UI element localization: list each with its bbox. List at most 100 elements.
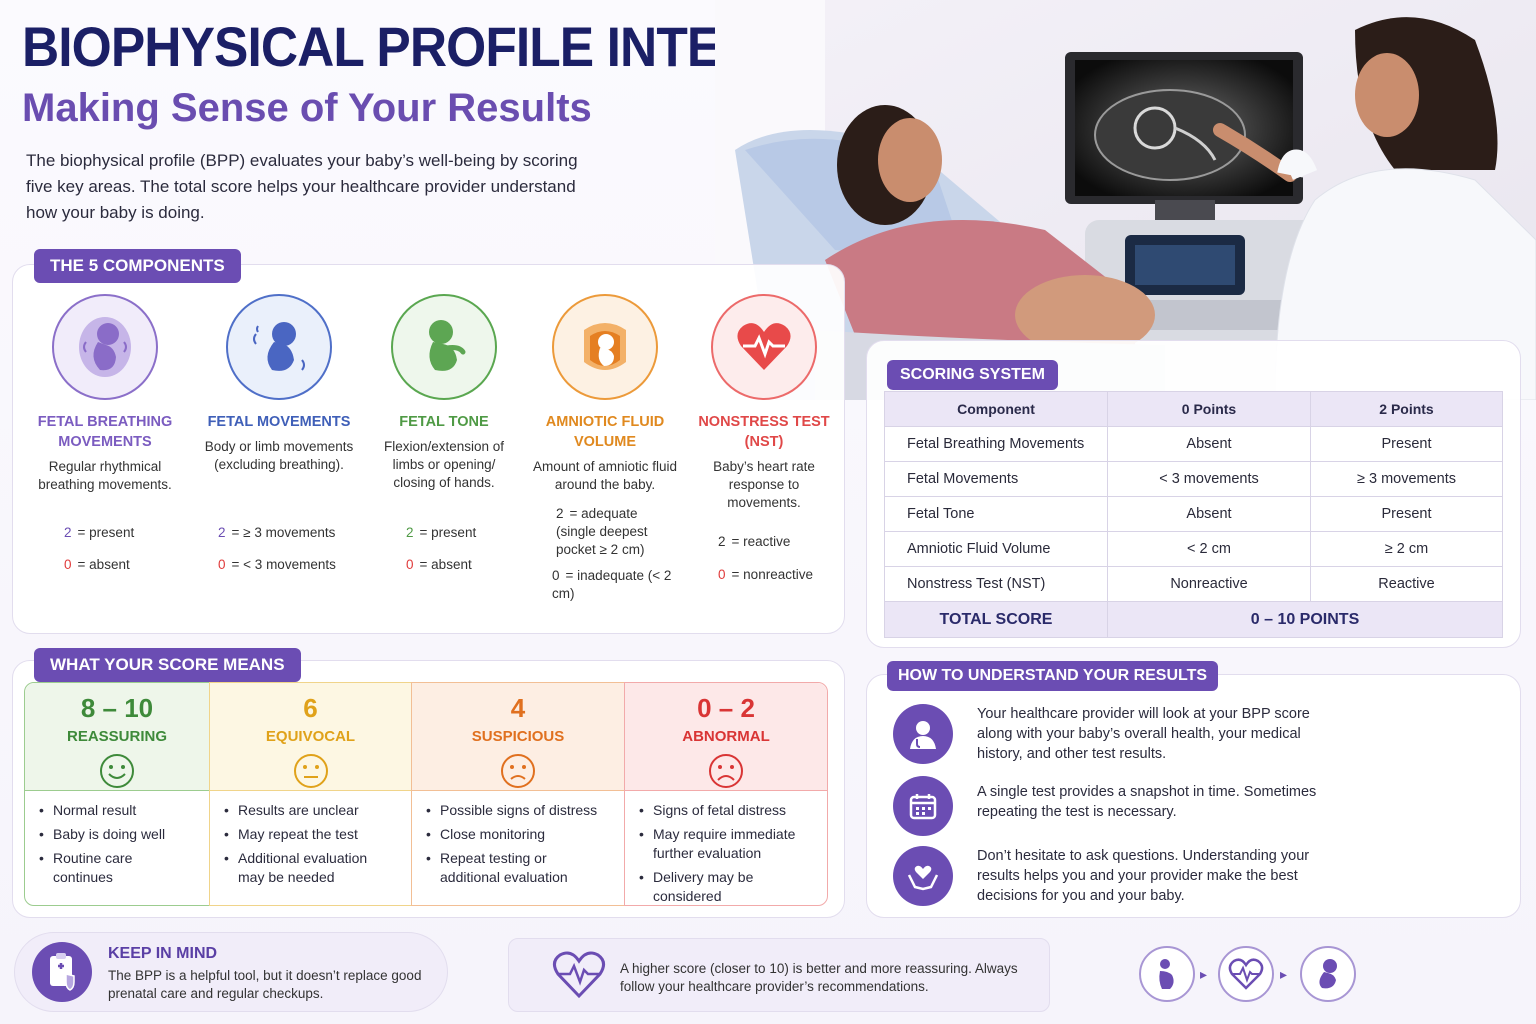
understand-item: Your healthcare provider will look at yo…	[893, 704, 1337, 764]
score-0-line: 0= absent	[406, 557, 472, 572]
understand-item: Don’t hesitate to ask questions. Underst…	[893, 846, 1337, 906]
worried-face-icon	[412, 753, 624, 794]
list-item: Close monitoring	[426, 825, 610, 844]
component-desc: Amount of amniotic fluid around the baby…	[532, 459, 678, 492]
keep-in-mind-content: KEEP IN MIND The BPP is a helpful tool, …	[108, 945, 428, 1003]
component-desc: Baby’s heart rate response to movements.	[713, 459, 815, 510]
arrow-right-icon: ▸	[1200, 966, 1208, 982]
score-2-line: 2= present	[64, 525, 135, 540]
scoring-tag: SCORING SYSTEM	[887, 360, 1058, 390]
components-tag: THE 5 COMPONENTS	[34, 249, 241, 283]
component-name: FETAL TONE	[399, 414, 489, 430]
list-item: Delivery may be considered	[639, 868, 813, 906]
header-0-points: 0 Points	[1107, 391, 1311, 427]
list-item: Results are unclear	[224, 801, 397, 820]
component-name: FETAL BREATHING MOVEMENTS	[37, 414, 173, 450]
score-card-equivocal: 6 EQUIVOCAL Results are unclear May repe…	[209, 682, 412, 906]
component-nonstress-test: NONSTRESS TEST (NST) Baby’s heart rate r…	[694, 294, 834, 512]
note-text: A higher score (closer to 10) is better …	[620, 961, 1018, 994]
total-score-row: TOTAL SCORE 0 – 10 POINTS	[884, 601, 1503, 638]
total-score-label: TOTAL SCORE	[884, 601, 1108, 638]
score-range: 6	[303, 693, 318, 723]
understand-text: Your healthcare provider will look at yo…	[977, 706, 1310, 762]
amniotic-fluid-icon	[552, 294, 658, 400]
table-row: Amniotic Fluid Volume< 2 cm≥ 2 cm	[884, 531, 1503, 567]
understand-panel	[866, 674, 1521, 918]
list-item: Repeat testing or additional evaluation	[426, 849, 610, 887]
score-bullets: Normal result Baby is doing well Routine…	[25, 791, 209, 887]
score-0-line: 0= < 3 movements	[218, 557, 336, 572]
component-name: FETAL MOVEMENTS	[207, 414, 351, 430]
pregnant-mother-icon	[1139, 946, 1195, 1002]
score-bullets: Results are unclear May repeat the test …	[210, 791, 411, 887]
score-0-line: 0= inadequate (< 2 cm)	[552, 568, 672, 601]
list-item: Additional evaluation may be needed	[224, 849, 397, 887]
total-score-value: 0 – 10 POINTS	[1107, 601, 1503, 638]
doctor-icon	[893, 704, 953, 764]
happy-face-icon	[25, 753, 209, 794]
page-subtitle: Making Sense of Your Results	[22, 86, 592, 130]
list-item: Baby is doing well	[39, 825, 195, 844]
list-item: Possible signs of distress	[426, 801, 610, 820]
score-label: SUSPICIOUS	[471, 728, 565, 745]
scoring-table-wrap: Component 0 Points 2 Points Fetal Breath…	[884, 391, 1503, 638]
fetus-tone-icon	[391, 294, 497, 400]
score-range: 0 – 2	[697, 693, 755, 723]
understand-tag: HOW TO UNDERSTAND YOUR RESULTS	[887, 661, 1219, 691]
component-fetal-breathing: FETAL BREATHING MOVEMENTS Regular rhythm…	[30, 294, 180, 494]
list-item: Normal result	[39, 801, 195, 820]
score-bullets: Signs of fetal distress May require imme…	[625, 791, 827, 906]
sad-face-icon	[625, 753, 827, 794]
list-item: Signs of fetal distress	[639, 801, 813, 820]
understand-item: A single test provides a snapshot in tim…	[893, 776, 1337, 836]
heart-monitor-icon	[1218, 946, 1274, 1002]
arrow-right-icon: ▸	[1280, 966, 1288, 982]
table-row: Fetal Movements< 3 movements≥ 3 movement…	[884, 461, 1503, 497]
header-component: Component	[884, 391, 1108, 427]
heart-hands-icon	[893, 846, 953, 906]
fetus-breathing-icon	[52, 294, 158, 400]
score-2-line: 2= present	[406, 525, 477, 540]
component-fetal-tone: FETAL TONE Flexion/extension of limbs or…	[374, 294, 514, 492]
score-range: 4	[510, 693, 526, 723]
table-header-row: Component 0 Points 2 Points	[884, 391, 1503, 427]
score-2-line: 2= reactive	[718, 534, 791, 549]
component-desc: Flexion/extension of limbs or opening/ c…	[383, 439, 505, 490]
score-card-reassuring: 8 – 10 REASSURING Normal result Baby is …	[24, 682, 210, 906]
clipboard-shield-icon	[32, 942, 92, 1007]
component-desc: Regular rhythmical breathing movements.	[38, 459, 172, 492]
score-2-line: 2= ≥ 3 movements	[218, 525, 336, 540]
score-2-line: 2= adequate (single deepest pocket ≥ 2 c…	[556, 506, 648, 557]
score-label: REASSURING	[66, 728, 167, 745]
keep-in-mind-title: KEEP IN MIND	[108, 945, 218, 962]
header-2-points: 2 Points	[1310, 391, 1503, 427]
component-desc: Body or limb movements (excluding breath…	[204, 439, 354, 472]
understand-text: A single test provides a snapshot in tim…	[977, 784, 1317, 820]
neutral-face-icon	[210, 753, 411, 794]
score-card-abnormal: 0 – 2 ABNORMAL Signs of fetal distress M…	[624, 682, 828, 906]
intro-text: The biophysical profile (BPP) evaluates …	[26, 151, 578, 222]
keep-in-mind-text: The BPP is a helpful tool, but it doesn’…	[108, 968, 422, 1001]
score-bullets: Possible signs of distress Close monitor…	[412, 791, 624, 887]
score-range: 8 – 10	[80, 693, 154, 723]
component-name: NONSTRESS TEST (NST)	[698, 414, 830, 450]
list-item: May require immediate further evaluation	[639, 825, 813, 863]
score-0-line: 0= nonreactive	[718, 567, 813, 582]
understand-text: Don’t hesitate to ask questions. Underst…	[977, 848, 1310, 904]
baby-icon	[1300, 946, 1356, 1002]
score-label: ABNORMAL	[682, 728, 770, 745]
calendar-icon	[893, 776, 953, 836]
score-0-line: 0= absent	[64, 557, 130, 572]
score-label: EQUIVOCAL	[265, 728, 356, 745]
fetus-moving-icon	[226, 294, 332, 400]
list-item: May repeat the test	[224, 825, 397, 844]
note-box	[508, 938, 1050, 1012]
score-card-suspicious: 4 SUSPICIOUS Possible signs of distress …	[411, 682, 625, 906]
scoring-table: Component 0 Points 2 Points Fetal Breath…	[884, 391, 1503, 638]
component-fetal-movements: FETAL MOVEMENTS Body or limb movements (…	[204, 294, 354, 474]
component-amniotic-fluid: AMNIOTIC FLUID VOLUME Amount of amniotic…	[530, 294, 680, 494]
list-item: Routine care continues	[39, 849, 195, 887]
